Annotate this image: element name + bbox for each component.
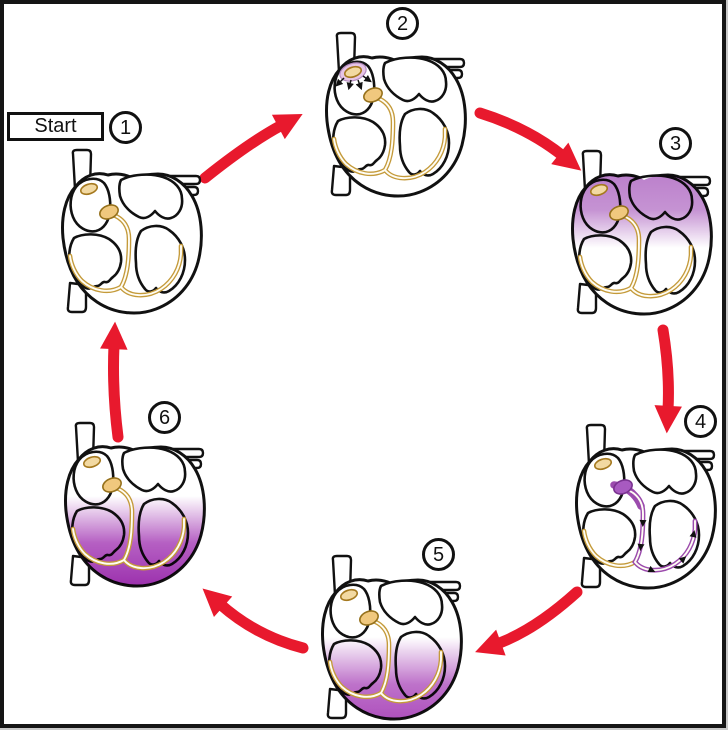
step-number: 2 (396, 12, 409, 35)
step-badge-6: 6 (148, 401, 181, 434)
av-node-active (613, 479, 633, 495)
step-badge-3: 3 (659, 127, 692, 160)
arrow-stage1-to-stage2 (199, 114, 303, 184)
step-badge-1: 1 (109, 111, 142, 144)
arrow-stage6-to-stage1 (100, 321, 128, 443)
heart-stage-1-resting (61, 148, 203, 315)
step-badge-4: 4 (684, 405, 717, 438)
step-number: 4 (694, 410, 707, 433)
step-badge-5: 5 (422, 538, 455, 571)
heart-stage-2-sa-node-firing (325, 31, 467, 198)
arrow-stage5-to-stage6 (202, 588, 309, 654)
step-badge-2: 2 (386, 7, 419, 40)
step-number: 5 (432, 543, 445, 566)
heart-stage-6-ventricles-depolarized (64, 421, 206, 588)
step-number: 3 (669, 132, 682, 155)
arrow-stage3-to-stage4 (654, 324, 682, 434)
start-label: Start (34, 115, 77, 137)
step-number: 6 (158, 406, 171, 429)
arrow-stage2-to-stage3 (474, 107, 582, 171)
heart-stage-5-ventricles-depolarizing (321, 554, 463, 721)
heart-stage-3-atria-depolarized (571, 149, 713, 316)
start-label-box: Start (7, 112, 104, 141)
sa-impulse-arrows (335, 74, 372, 91)
step-number: 1 (119, 116, 132, 139)
heart-stage-4-impulse-down-septum (575, 423, 717, 590)
arrow-stage4-to-stage5 (475, 586, 583, 656)
